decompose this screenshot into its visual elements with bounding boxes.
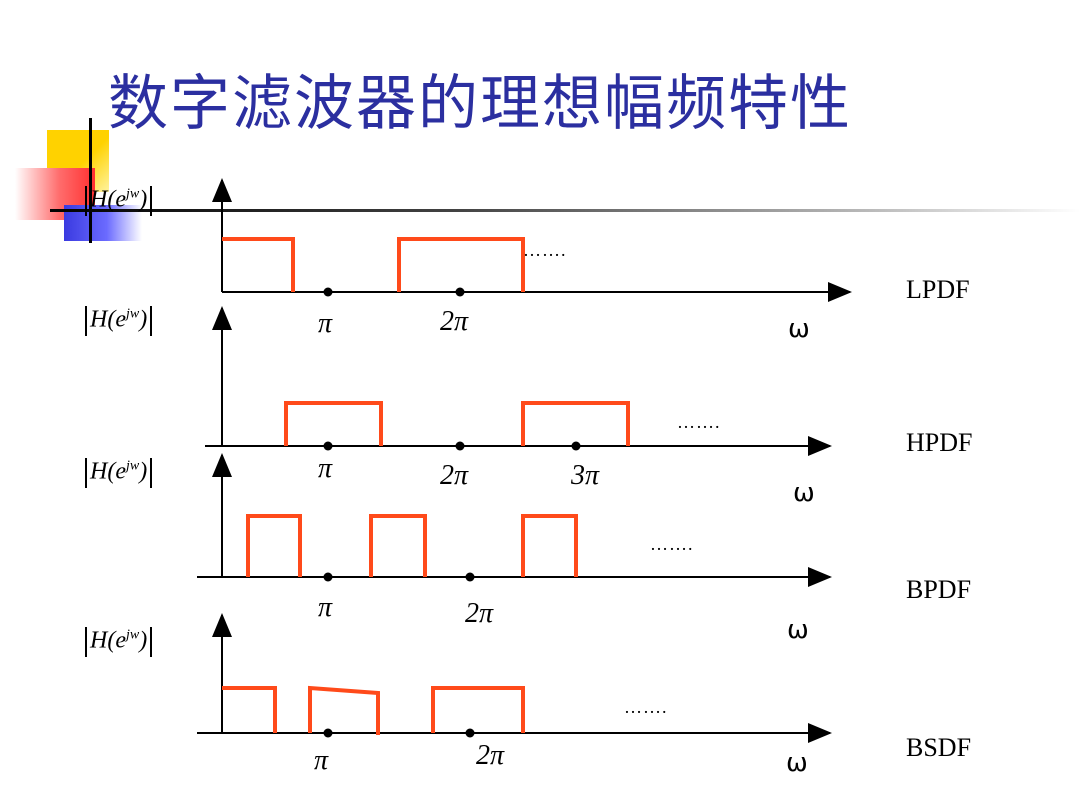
hpdf-pi-point bbox=[323, 441, 333, 451]
y-label-close: ) bbox=[139, 627, 148, 654]
y-label-sup: jw bbox=[125, 458, 140, 474]
hpdf-diagram bbox=[205, 306, 832, 456]
hpdf-omega-label: ω bbox=[793, 478, 815, 508]
bsdf-2pi-label: 2π bbox=[476, 740, 505, 771]
hpdf-y-label: H(ejw) bbox=[82, 306, 155, 336]
filter-label-bpdf: BPDF bbox=[906, 575, 972, 604]
y-label-sup: jw bbox=[125, 306, 140, 322]
bsdf-pulse bbox=[308, 685, 380, 735]
bpdf-pulse bbox=[369, 514, 427, 577]
y-label-sup: jw bbox=[125, 186, 140, 202]
hpdf-2pi-point bbox=[455, 441, 465, 451]
bpdf-diagram bbox=[197, 453, 832, 587]
bsdf-pulse bbox=[431, 686, 525, 733]
bpdf-2pi-label: 2π bbox=[465, 598, 494, 629]
y-label-close: ) bbox=[139, 186, 148, 213]
lpdf-pulse bbox=[397, 237, 525, 292]
y-label-close: ) bbox=[139, 458, 148, 485]
y-label-base: H(e bbox=[90, 627, 126, 654]
bpdf-pi-label: π bbox=[318, 592, 333, 623]
hpdf-ellipsis: ……. bbox=[677, 412, 721, 432]
y-label-sup: jw bbox=[125, 627, 140, 643]
bsdf-omega-label: ω bbox=[786, 748, 808, 778]
lpdf-2pi-point bbox=[455, 287, 465, 297]
bpdf-pulse bbox=[521, 514, 578, 577]
bsdf-pi-point bbox=[323, 728, 333, 738]
decor-horizontal-line bbox=[50, 209, 1080, 212]
y-label-base: H(e bbox=[90, 306, 126, 333]
page-title: 数字滤波器的理想幅频特性 bbox=[108, 69, 852, 139]
y-label-close: ) bbox=[139, 306, 148, 333]
bsdf-diagram bbox=[197, 613, 832, 743]
bpdf-pi-point bbox=[323, 572, 333, 582]
lpdf-2pi-label: 2π bbox=[440, 306, 469, 337]
lpdf-pulse bbox=[222, 237, 295, 292]
bsdf-2pi-point bbox=[465, 728, 475, 738]
bpdf-pulse bbox=[246, 514, 302, 577]
bpdf-2pi-point bbox=[465, 572, 475, 582]
decor-vertical-line bbox=[89, 118, 92, 243]
lpdf-pi-label: π bbox=[318, 308, 333, 339]
bsdf-pi-label: π bbox=[314, 745, 329, 776]
hpdf-pulse bbox=[284, 401, 383, 446]
hpdf-3pi-point bbox=[571, 441, 581, 451]
y-label-base: H(e bbox=[90, 458, 126, 485]
hpdf-pi-label: π bbox=[318, 453, 333, 484]
hpdf-2pi-label: 2π bbox=[440, 460, 469, 491]
hpdf-3pi-label: 3π bbox=[571, 460, 600, 491]
hpdf-pulse bbox=[521, 401, 630, 446]
lpdf-ellipsis: ……. bbox=[523, 240, 567, 260]
bsdf-ellipsis: ……. bbox=[624, 697, 668, 717]
bsdf-pulse bbox=[222, 686, 277, 733]
y-label-base: H(e bbox=[90, 186, 126, 213]
filter-label-hpdf: HPDF bbox=[906, 428, 973, 457]
lpdf-omega-label: ω bbox=[788, 314, 810, 344]
lpdf-diagram bbox=[212, 178, 852, 302]
lpdf-pi-point bbox=[323, 287, 333, 297]
filter-label-bsdf: BSDF bbox=[906, 733, 972, 762]
lpdf-y-label: H(ejw) bbox=[82, 186, 155, 216]
bpdf-y-label: H(ejw) bbox=[82, 458, 155, 488]
filter-label-lpdf: LPDF bbox=[906, 275, 970, 304]
bsdf-y-label: H(ejw) bbox=[82, 627, 155, 657]
bpdf-omega-label: ω bbox=[787, 615, 809, 645]
bpdf-ellipsis: ……. bbox=[650, 534, 694, 554]
